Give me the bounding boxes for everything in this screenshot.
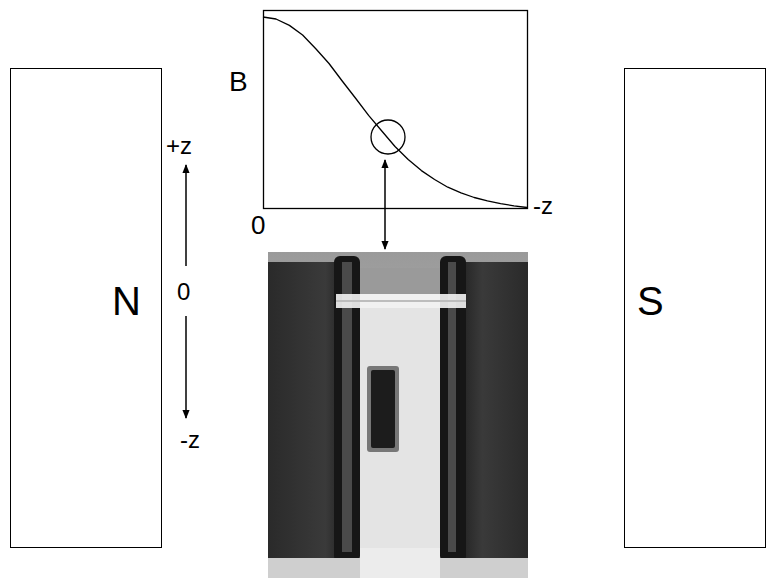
sample-photo <box>268 252 528 578</box>
pole-letter: N <box>112 281 141 321</box>
axis-arrow <box>185 165 187 266</box>
axis-label: +z <box>166 134 192 158</box>
tick-label: 0 <box>177 280 190 304</box>
field-curve <box>263 17 527 208</box>
pole-letter: S <box>637 281 664 321</box>
position-marker <box>371 120 405 154</box>
axis-label: -z <box>180 428 200 452</box>
axis-label: -z <box>533 194 553 218</box>
axis-arrow <box>185 316 187 418</box>
pointer-arrow <box>384 160 386 249</box>
magnet-pole: S <box>624 68 766 548</box>
axis-label: B <box>229 68 248 96</box>
magnet-pole: N <box>10 68 162 548</box>
graph-frame <box>264 11 528 209</box>
tick-label: 0 <box>251 212 265 238</box>
